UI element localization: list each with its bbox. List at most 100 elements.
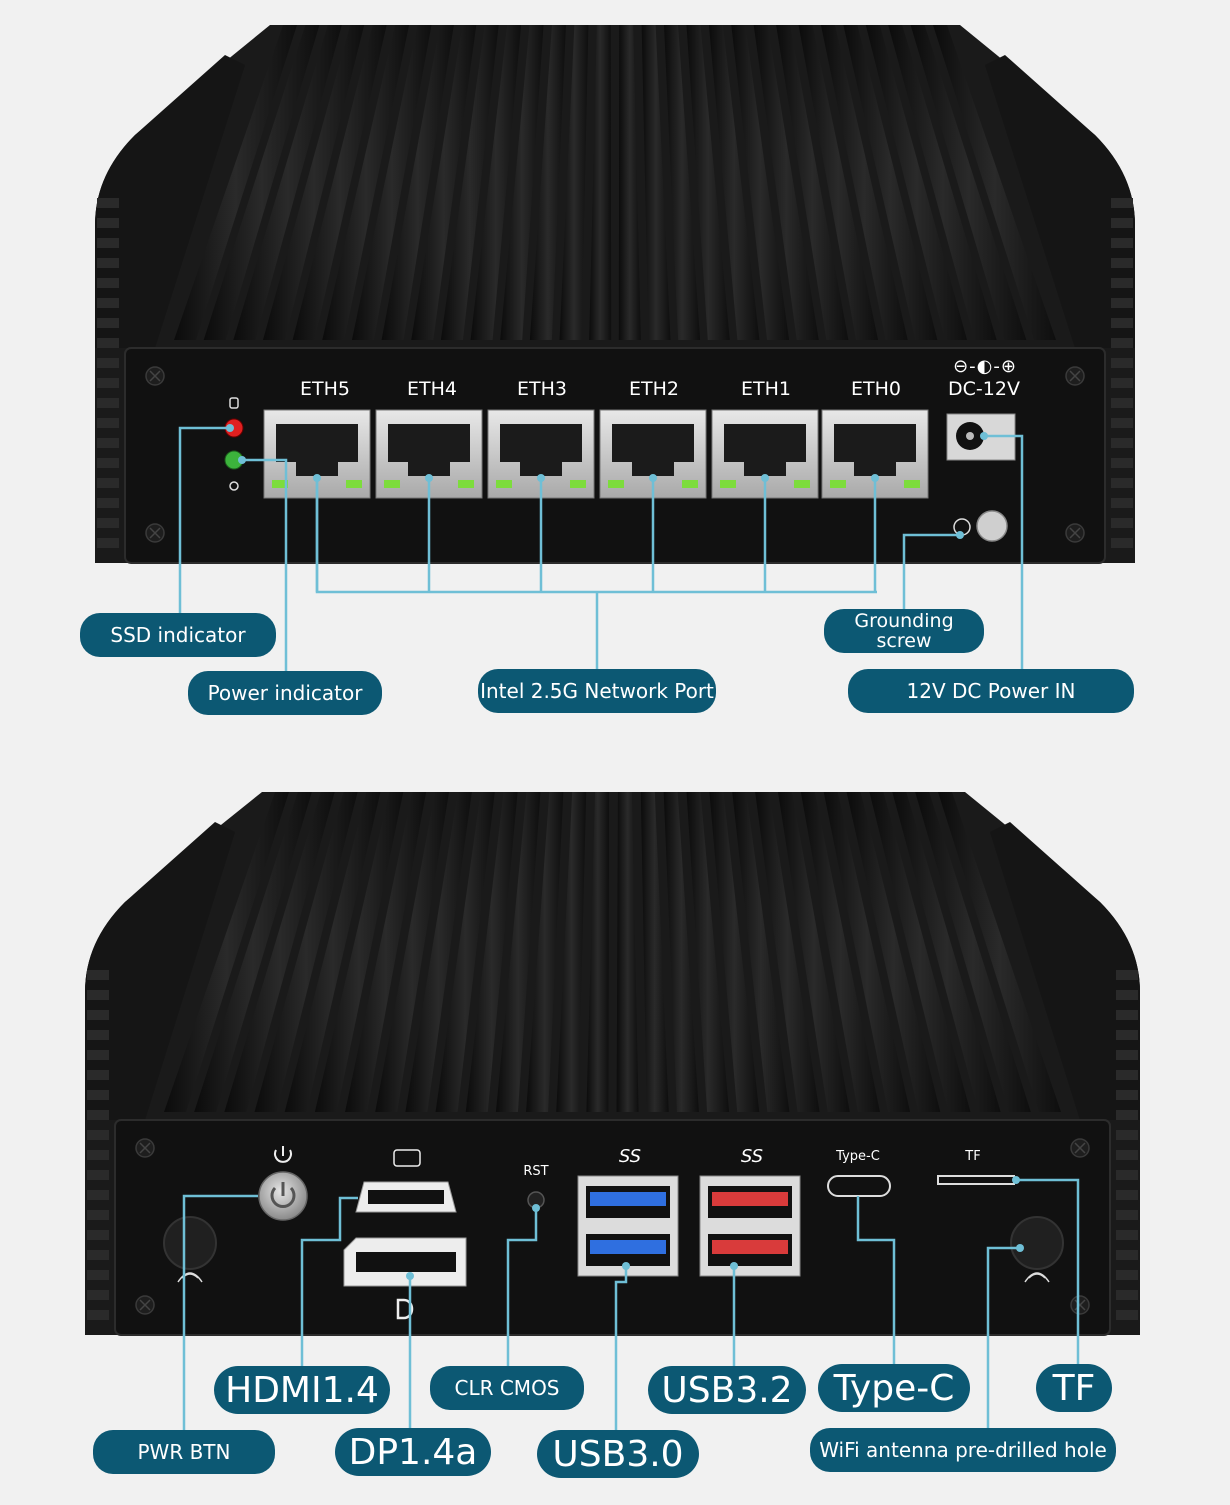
side-slat-right	[1116, 1090, 1138, 1100]
power-indicator-callout: Power indicator	[188, 671, 382, 715]
heatsink-fin	[500, 25, 544, 340]
side-slat-right	[1116, 1070, 1138, 1080]
heatsink-fin	[586, 792, 610, 1112]
side-slat-left	[87, 1170, 109, 1180]
heatsink-fin	[865, 25, 968, 340]
side-slat-right	[1116, 1270, 1138, 1280]
eth5-label: ETH5	[300, 378, 350, 400]
screw-cross	[139, 1299, 151, 1311]
side-slat-left	[97, 418, 119, 428]
screw-cross	[1069, 527, 1081, 539]
side-slat-right	[1111, 398, 1133, 408]
port-led-left	[272, 480, 288, 488]
typec-port	[827, 1175, 891, 1197]
side-slat-left	[87, 1270, 109, 1280]
left-shoulder	[95, 55, 245, 348]
side-slat-left	[97, 258, 119, 268]
side-slat-left	[97, 278, 119, 288]
top-unit	[95, 25, 1135, 564]
heatsink-fin	[823, 792, 911, 1112]
usb30-leader	[614, 1266, 628, 1430]
screw-cross	[1074, 1142, 1086, 1154]
side-slat-left	[97, 318, 119, 328]
side-slat-right	[1116, 1050, 1138, 1060]
side-slat-right	[1111, 438, 1133, 448]
side-slat-right	[1111, 378, 1133, 388]
side-slat-right	[1116, 1010, 1138, 1020]
polarity-symbol: ⊖-◐-⊕	[953, 356, 1017, 377]
port-led-left	[496, 480, 512, 488]
eth2-label: ETH2	[629, 378, 679, 400]
port-led-left	[608, 480, 624, 488]
heatsink-fin	[262, 25, 365, 340]
dc-12v-label: DC-12V	[948, 378, 1020, 400]
side-slat-right	[1116, 1310, 1138, 1320]
wifi-hole-left	[163, 1216, 217, 1270]
side-slat-left	[97, 338, 119, 348]
hd-icon	[393, 1149, 421, 1167]
clr-leader	[506, 1208, 538, 1366]
eth1-label: ETH1	[741, 378, 791, 400]
side-slat-right	[1111, 218, 1133, 228]
side-slat-right	[1111, 358, 1133, 368]
side-slat-left	[97, 538, 119, 548]
heatsink-fin	[663, 792, 699, 1112]
side-slat-left	[97, 378, 119, 388]
power-button-callout: PWR BTN	[93, 1430, 275, 1474]
heatsink-fin	[589, 25, 612, 340]
heatsink-fin	[411, 25, 477, 340]
heatsink-fin	[915, 792, 1031, 1112]
side-slat-left	[87, 1130, 109, 1140]
leader-dot	[1012, 1176, 1020, 1184]
side-slat-right	[1111, 238, 1133, 248]
side-slat-right	[1116, 1250, 1138, 1260]
heatsink-fin	[664, 25, 701, 340]
side-slat-right	[1111, 198, 1133, 208]
side-slat-left	[87, 990, 109, 1000]
side-slat-left	[87, 1190, 109, 1200]
heatsink-fin	[194, 792, 312, 1112]
side-slat-left	[87, 1090, 109, 1100]
hdmi-leader	[300, 1196, 358, 1366]
rj45-socket	[612, 424, 694, 476]
side-slat-left	[87, 1230, 109, 1240]
screw-cross	[1069, 370, 1081, 382]
right-shoulder	[990, 822, 1140, 1120]
side-slat-right	[1111, 258, 1133, 268]
usb32-logo: SS	[740, 1146, 764, 1167]
power-symbol-icon	[274, 1146, 292, 1163]
heatsink-fin	[686, 25, 730, 340]
heatsink-fin	[322, 25, 410, 340]
leader-dot	[406, 1272, 414, 1280]
side-slat-left	[97, 238, 119, 248]
leader-dot	[425, 474, 433, 482]
heatsink-fin	[938, 792, 1061, 1112]
side-slat-right	[1116, 1170, 1138, 1180]
side-slat-right	[1116, 970, 1138, 980]
usb30-logo: SS	[618, 1146, 642, 1167]
wifi-leader	[986, 1246, 1020, 1428]
ssd-indicator-callout: SSD indicator	[80, 613, 276, 657]
eth4-label: ETH4	[407, 378, 457, 400]
heatsink-fin	[641, 25, 671, 340]
wifi-hole-right	[1010, 1216, 1064, 1270]
dp-icon	[396, 1298, 414, 1320]
dp-callout: DP1.4a	[335, 1428, 491, 1476]
rj45-socket	[724, 424, 806, 476]
right-shoulder	[985, 55, 1135, 348]
leader-dot	[956, 531, 964, 539]
heatsink-fin	[776, 25, 849, 340]
heatsink-fin	[345, 792, 427, 1112]
heatsink-fin	[233, 25, 342, 340]
grounding-line-2: screw	[876, 630, 932, 652]
dc-power-in-callout: 12V DC Power IN	[848, 669, 1134, 713]
side-slat-left	[97, 458, 119, 468]
heatsink-fin	[616, 792, 639, 1112]
side-slat-right	[1111, 278, 1133, 288]
side-slat-left	[97, 498, 119, 508]
port-led-right	[346, 480, 362, 488]
ssd-leader	[178, 426, 230, 613]
leader-dot	[980, 432, 988, 440]
network-port-callout: Intel 2.5G Network Port	[478, 669, 716, 713]
